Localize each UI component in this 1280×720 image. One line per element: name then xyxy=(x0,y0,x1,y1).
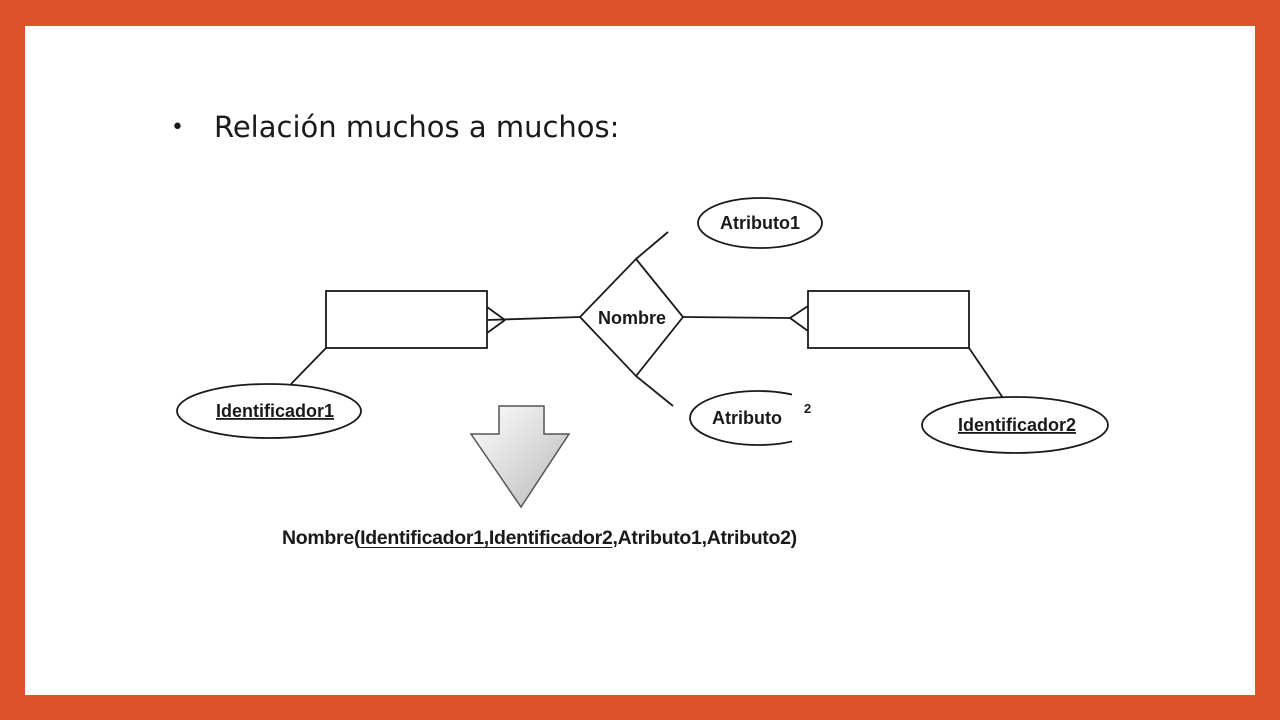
right-entity-connector xyxy=(682,316,791,319)
entity-1-box xyxy=(325,290,488,349)
identifier2-label: Identificador2 xyxy=(958,415,1076,435)
identifier2-ellipse xyxy=(921,396,1109,454)
identifier1-ellipse xyxy=(176,383,362,439)
identifier1-connector xyxy=(290,347,327,385)
identifier1-label: Identificador1 xyxy=(216,401,334,421)
schema-primary-key: Identificador1,Identificador2 xyxy=(360,527,613,549)
attribute2-label: Atributo xyxy=(712,408,782,428)
slide-heading: Relación muchos a muchos: xyxy=(213,110,620,144)
right-crows-foot xyxy=(789,305,809,332)
attribute2-mask xyxy=(792,390,832,442)
bullet-heading: • Relación muchos a muchos: xyxy=(171,110,619,144)
schema-attributes: ,Atributo1,Atributo2) xyxy=(612,527,798,549)
identifier2-connector xyxy=(968,347,1004,399)
bullet-icon: • xyxy=(171,114,184,140)
attribute1-ellipse xyxy=(697,197,823,249)
attribute2-superscript: 2 xyxy=(804,401,811,416)
left-entity-connector xyxy=(486,316,581,321)
left-crows-foot xyxy=(486,306,506,334)
attribute1-label: Atributo1 xyxy=(720,213,800,233)
er-diagram: Nombre Atributo1 Atributo 2 Identificado… xyxy=(176,197,1109,509)
attribute2-connector xyxy=(635,375,674,407)
relationship-label: Nombre xyxy=(598,308,666,328)
attribute1-connector xyxy=(635,231,669,260)
entity-2-box xyxy=(807,290,970,349)
slide: • Relación muchos a muchos: xyxy=(25,26,1255,695)
relationship-diamond xyxy=(578,257,685,378)
relational-schema: Nombre(Identificador1,Identificador2,Atr… xyxy=(282,527,797,550)
schema-name: Nombre( xyxy=(282,527,361,549)
down-arrow-icon xyxy=(469,405,571,509)
